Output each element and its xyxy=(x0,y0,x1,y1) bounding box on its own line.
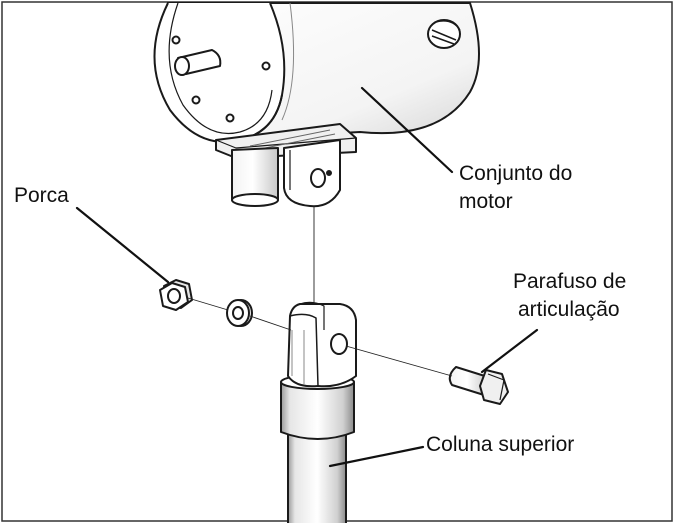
label-pivot-bolt-line2: articulação xyxy=(518,298,620,321)
washer-part xyxy=(226,299,253,327)
label-motor-assembly-line2: motor xyxy=(459,190,513,213)
label-motor-assembly-line1: Conjunto do xyxy=(459,162,573,185)
label-nut: Porca xyxy=(14,184,69,207)
label-upper-column: Coluna superior xyxy=(426,433,575,456)
label-pivot-bolt-line1: Parafuso de xyxy=(513,270,627,293)
pivot-bolt-part xyxy=(448,366,509,405)
nut-part xyxy=(159,279,193,311)
leader-lines xyxy=(75,86,539,468)
motor-assembly xyxy=(153,2,480,208)
assembly-lines xyxy=(187,206,453,377)
upper-column xyxy=(280,301,357,526)
